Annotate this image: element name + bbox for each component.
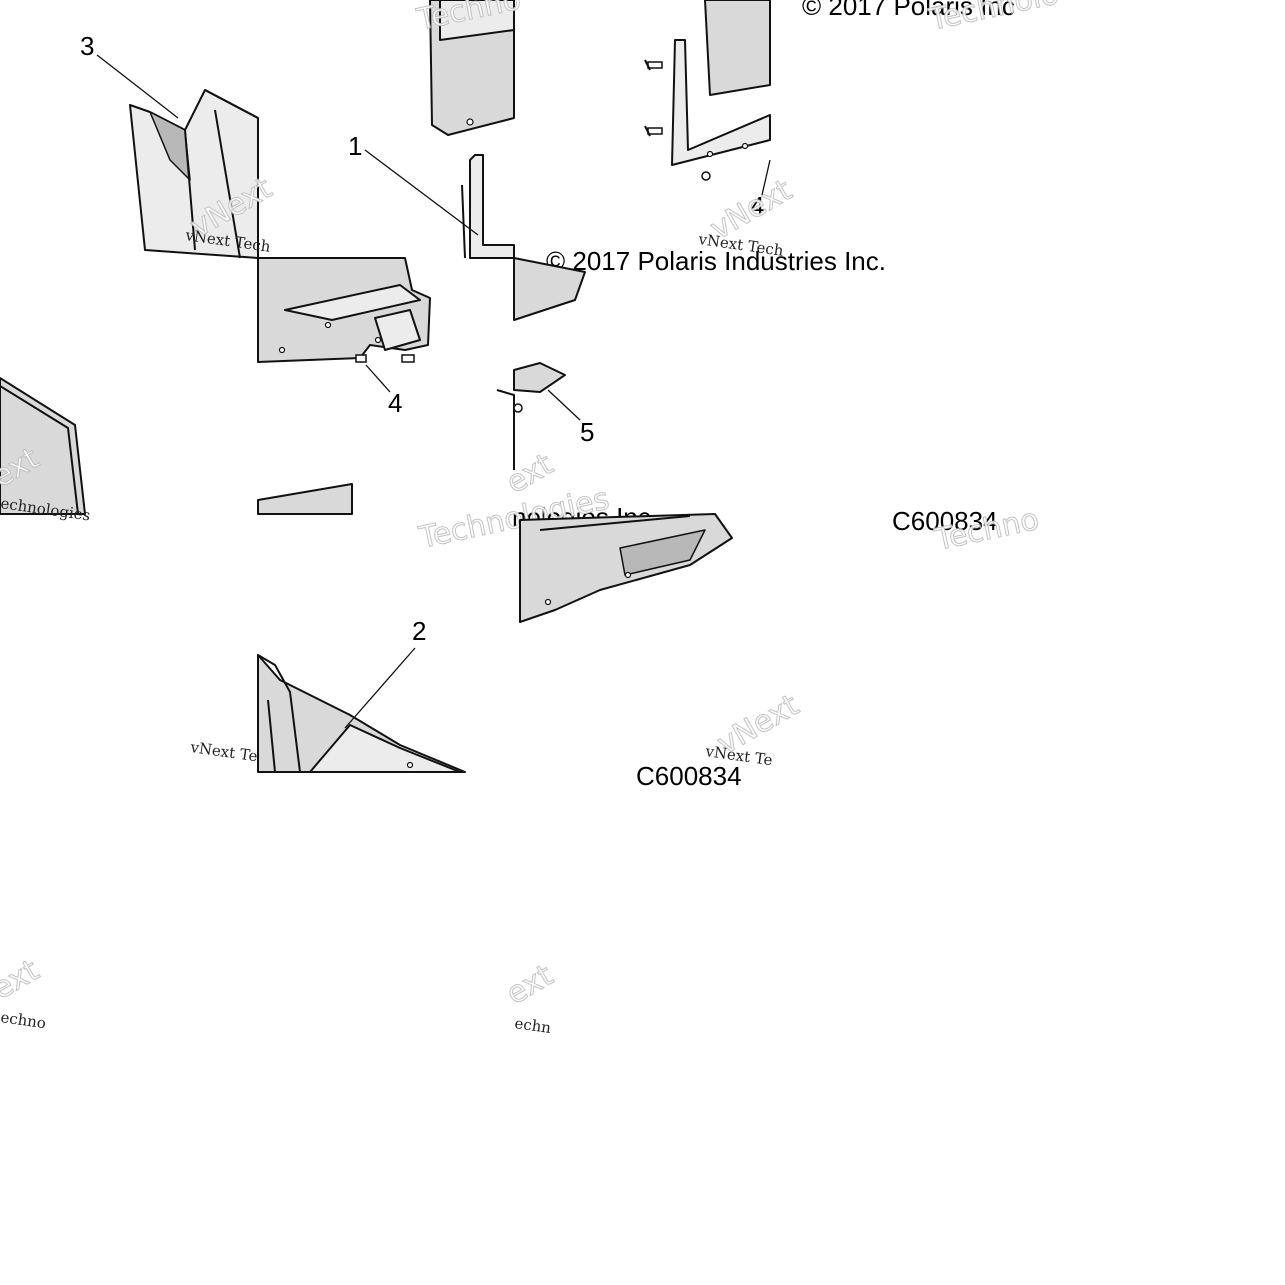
watermark-ext-3: ext: [0, 953, 45, 1007]
part-upper-panel: [429, 0, 515, 136]
callout-4-leader-mid: [365, 364, 391, 393]
part-side-fender: [671, 0, 771, 166]
part-lower-side-panel: [519, 513, 733, 623]
callout-5-label: 5: [580, 417, 594, 447]
watermark-technologies-2: Technolo: [925, 0, 1062, 38]
watermark-ext-4: ext: [501, 958, 560, 1012]
callout-5-leader: [547, 389, 581, 421]
part-lower-edge-panel: [257, 483, 353, 515]
watermark-technologies-small-2: echno: [0, 1008, 47, 1032]
fastener-screw-3: [355, 354, 367, 363]
callout-4-label-mid: 4: [388, 388, 402, 418]
fastener-screw-2: [644, 125, 663, 137]
callout-1-label: 1: [348, 131, 362, 161]
callout-3-leader: [96, 54, 179, 119]
callout-4-leader-top: [761, 159, 771, 196]
part-2-floor-panel: [257, 654, 466, 773]
part-hood-panel: [257, 257, 431, 363]
fastener-nut-1: [701, 171, 711, 181]
part-5-bracket: [496, 257, 586, 470]
diagram-code-right: C600834: [892, 506, 998, 536]
callout-3-label: 3: [80, 31, 94, 61]
fastener-screw-1: [644, 59, 663, 71]
part-1-bracket: [461, 154, 515, 259]
part-3-cowl-lower: [0, 377, 86, 515]
part-3-cowl-panel: [129, 89, 259, 259]
watermark-technologies-small-3: echn: [513, 1014, 552, 1037]
callout-2-leader: [344, 647, 416, 729]
diagram-code-bottom: C600834: [636, 761, 742, 791]
callout-1-leader: [364, 149, 479, 236]
fastener-screw-4: [401, 354, 415, 363]
copyright-text-middle: © 2017 Polaris Industries Inc.: [546, 246, 886, 276]
watermark-vnext-tech-3: vNext Te: [188, 738, 258, 765]
copyright-text-top: © 2017 Polaris Inc: [802, 0, 1015, 21]
callout-2-label: 2: [412, 616, 426, 646]
callout-4-label-top: 4: [750, 191, 764, 221]
watermark-vnext-2: vNext: [705, 173, 799, 247]
